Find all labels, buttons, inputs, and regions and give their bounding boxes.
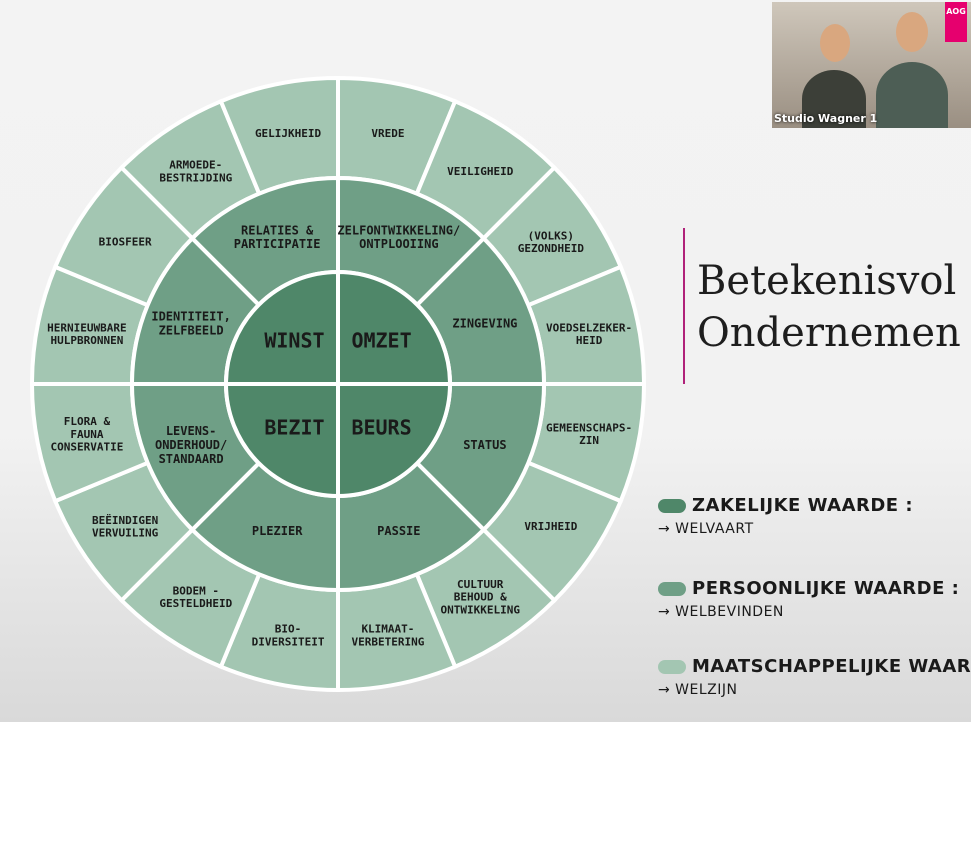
inner-segment	[223, 269, 340, 386]
slide-title-line2: Ondernemen	[697, 310, 961, 356]
webcam-participant-name: Studio Wagner 1	[774, 112, 878, 125]
outer-segment-label: VRIJHEID	[524, 520, 577, 533]
presenter-right	[876, 62, 948, 128]
middle-segment-label: STATUS	[463, 438, 506, 452]
legend-swatch	[658, 582, 686, 596]
legend-label: MAATSCHAPPELIJKE WAARDE :	[692, 656, 971, 677]
inner-segment	[336, 382, 453, 499]
middle-segment-label: ZINGEVING	[452, 316, 517, 330]
legend-swatch	[658, 499, 686, 513]
title-divider	[683, 228, 685, 384]
outer-segment-label: VREDE	[371, 127, 404, 140]
outer-segment-label: VOEDSELZEKER-HEID	[546, 322, 632, 348]
inner-segment-label: BEZIT	[264, 416, 324, 440]
inner-segment-label: BEURS	[351, 416, 411, 440]
legend-swatch	[658, 660, 686, 674]
legend-sublabel: → WELVAART	[658, 521, 754, 537]
outer-segment-label: ARMOEDE-BESTRIJDING	[159, 159, 232, 185]
outer-segment-label: BIOSFEER	[99, 236, 152, 249]
presenter-left	[802, 70, 866, 128]
inner-segment-label: OMZET	[351, 328, 411, 352]
middle-segment-label: RELATIES &PARTICIPATIE	[234, 223, 321, 251]
middle-segment-label: PLEZIER	[252, 524, 303, 538]
presenter-right-head	[896, 12, 928, 52]
middle-segment-label: ZELFONTWIKKELING/ONTPLOOIING	[337, 223, 460, 251]
inner-segment	[223, 382, 340, 499]
middle-segment-label: IDENTITEIT,ZELFBEELD	[151, 309, 230, 337]
outer-segment-label: GELIJKHEID	[255, 127, 322, 140]
legend-sublabel: → WELZIJN	[658, 682, 738, 698]
outer-segment-label: KLIMAAT-VERBETERING	[352, 623, 425, 649]
legend-label: ZAKELIJKE WAARDE :	[692, 495, 914, 516]
middle-segment-label: LEVENS-ONDERHOUD/STANDAARD	[155, 424, 227, 466]
inner-segment-label: WINST	[264, 328, 324, 352]
presenter-left-head	[820, 24, 850, 62]
inner-segment	[336, 269, 453, 386]
webcam-video-tile[interactable]: AOG Studio Wagner 1	[772, 2, 971, 128]
legend-sublabel: → WELBEVINDEN	[658, 604, 784, 620]
outer-segment-label: BODEM -GESTELDHEID	[159, 584, 232, 610]
legend-label: PERSOONLIJKE WAARDE :	[692, 578, 960, 599]
outer-segment-label: VEILIGHEID	[447, 165, 514, 178]
outer-segment-label: BIO-DIVERSITEIT	[252, 623, 325, 649]
aog-logo: AOG	[945, 2, 967, 42]
slide-title-line1: Betekenisvol	[697, 258, 957, 304]
value-wheel-diagram: VREDE VEILIGHEID (VOLKS)GEZONDHEID VOEDSELZ…	[32, 78, 644, 690]
outer-segment-label: (VOLKS)GEZONDHEID	[518, 229, 585, 255]
middle-segment-label: PASSIE	[377, 524, 420, 538]
outer-segment-label: GEMEENSCHAPS-ZIN	[546, 421, 632, 447]
